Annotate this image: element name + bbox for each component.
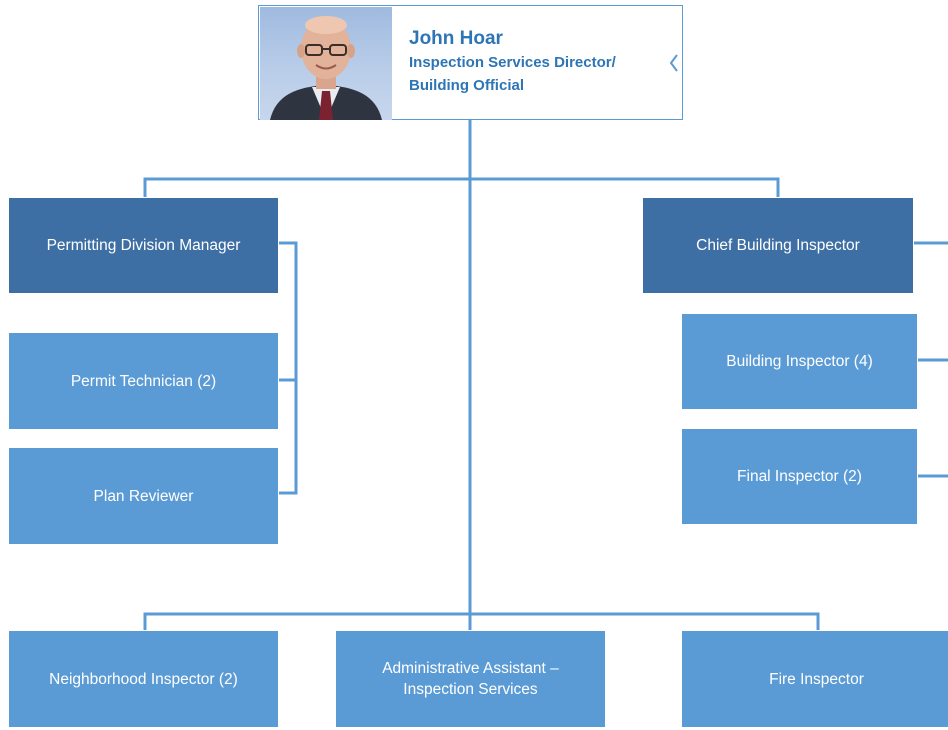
plan-reviewer-box: Plan Reviewer [8, 447, 279, 545]
final-inspector-box: Final Inspector (2) [681, 428, 918, 525]
chevron-left-icon[interactable] [669, 54, 679, 72]
neighborhood-inspector-box: Neighborhood Inspector (2) [8, 630, 279, 728]
director-photo [260, 7, 392, 120]
permitting-division-manager-box: Permitting Division Manager [8, 197, 279, 294]
director-card: John Hoar Inspection Services Director/ … [258, 5, 683, 120]
administrative-assistant-box: Administrative Assistant – Inspection Se… [335, 630, 606, 728]
chief-building-inspector-box: Chief Building Inspector [642, 197, 914, 294]
director-name: John Hoar [409, 28, 503, 49]
building-inspector-box: Building Inspector (4) [681, 313, 918, 410]
permit-technician-box: Permit Technician (2) [8, 332, 279, 430]
director-title: Inspection Services Director/ Building O… [409, 54, 616, 94]
fire-inspector-box: Fire Inspector [681, 630, 948, 728]
